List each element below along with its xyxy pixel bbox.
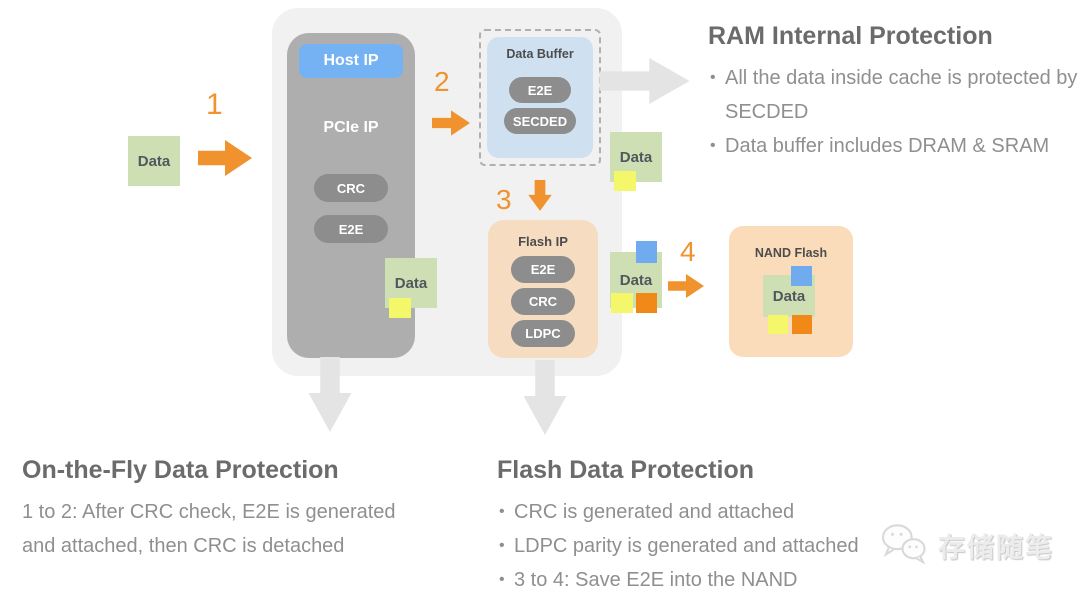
flash-bullet-2: LDPC parity is generated and attached bbox=[497, 529, 927, 563]
nand-flash-box: NAND Flash Data bbox=[729, 226, 853, 357]
data-box-pcie-out: Data bbox=[385, 258, 437, 318]
data-box-in-nand: Data bbox=[763, 266, 815, 334]
data-label: Data bbox=[619, 271, 653, 289]
step-2-arrow-icon bbox=[432, 110, 470, 136]
ram-bullet-2: Data buffer includes DRAM & SRAM bbox=[708, 129, 1080, 163]
step-4-arrow-icon bbox=[668, 274, 704, 298]
data-label: Data bbox=[619, 148, 653, 166]
e2e-tag-yellow bbox=[611, 293, 633, 313]
data-box-source: Data bbox=[128, 136, 180, 186]
ldpc-tag-orange bbox=[636, 293, 657, 313]
onfly-protection-section: On-the-Fly Data Protection 1 to 2: After… bbox=[22, 456, 434, 563]
step-1-number: 1 bbox=[206, 88, 223, 121]
buffer-secded-label: SECDED bbox=[512, 113, 568, 129]
step-4-number: 4 bbox=[680, 236, 696, 267]
crc-tag-blue bbox=[791, 266, 812, 286]
buffer-e2e-pill: E2E bbox=[509, 77, 571, 103]
e2e-tag-yellow bbox=[614, 171, 636, 191]
flow-arrow-down-right-icon bbox=[523, 360, 567, 436]
pcie-crc-pill: CRC bbox=[314, 174, 388, 202]
flash-protection-title: Flash Data Protection bbox=[497, 456, 754, 484]
ram-protection-title: RAM Internal Protection bbox=[708, 22, 993, 50]
flash-e2e-pill: E2E bbox=[511, 256, 575, 283]
flow-arrow-down-left-icon bbox=[308, 357, 352, 433]
flash-ip-box: Flash IP E2E CRC LDPC bbox=[488, 220, 598, 358]
flash-bullet-1: CRC is generated and attached bbox=[497, 495, 927, 529]
data-label: Data bbox=[137, 152, 171, 170]
watermark-text: 存储随笔 bbox=[938, 533, 1054, 563]
pcie-e2e-pill: E2E bbox=[314, 215, 388, 243]
data-box-after-flash: Data bbox=[610, 241, 662, 313]
data-buffer-dashed-border bbox=[479, 29, 601, 166]
ram-protection-section: RAM Internal Protection All the data ins… bbox=[708, 22, 1080, 163]
flow-arrow-to-ram-icon bbox=[597, 58, 692, 104]
e2e-tag-yellow bbox=[389, 298, 411, 318]
flash-crc-pill: CRC bbox=[511, 288, 575, 315]
ram-bullet-1: All the data inside cache is protected b… bbox=[708, 61, 1080, 129]
step-2-number: 2 bbox=[434, 66, 450, 97]
host-ip-box: Host IP bbox=[299, 44, 403, 78]
buffer-secded-pill: SECDED bbox=[504, 108, 576, 134]
ldpc-tag-orange bbox=[792, 315, 812, 334]
e2e-tag-yellow bbox=[768, 315, 788, 334]
pcie-e2e-label: E2E bbox=[338, 221, 364, 237]
data-label: Data bbox=[772, 287, 806, 305]
pcie-ip-box: Host IP PCIe IP CRC E2E bbox=[287, 33, 415, 358]
data-buffer-title: Data Buffer bbox=[506, 47, 574, 61]
host-ip-label: Host IP bbox=[323, 52, 379, 69]
flash-bullet-3: 3 to 4: Save E2E into the NAND bbox=[497, 563, 927, 594]
data-buffer-box: Data Buffer E2E SECDED bbox=[487, 37, 593, 158]
buffer-e2e-label: E2E bbox=[527, 82, 553, 98]
pcie-crc-label: CRC bbox=[336, 180, 366, 196]
onfly-body-text: 1 to 2: After CRC check, E2E is generate… bbox=[22, 501, 396, 557]
flash-ip-title: Flash IP bbox=[518, 234, 568, 249]
nand-flash-title: NAND Flash bbox=[754, 246, 828, 260]
pcie-ip-label: PCIe IP bbox=[323, 119, 379, 136]
flash-e2e-label: E2E bbox=[530, 262, 556, 277]
crc-tag-blue bbox=[636, 241, 657, 263]
data-label: Data bbox=[394, 274, 428, 292]
step-1-arrow-icon bbox=[198, 140, 252, 176]
step-3-arrow-icon bbox=[528, 180, 552, 212]
watermark: 存储随笔 bbox=[878, 522, 1054, 569]
flash-ldpc-label: LDPC bbox=[525, 326, 561, 341]
flash-protection-section: Flash Data Protection CRC is generated a… bbox=[497, 456, 927, 594]
flash-crc-label: CRC bbox=[528, 294, 558, 309]
data-box-after-buffer: Data bbox=[610, 132, 662, 191]
wechat-icon bbox=[878, 522, 930, 569]
onfly-protection-title: On-the-Fly Data Protection bbox=[22, 456, 339, 484]
flash-ldpc-pill: LDPC bbox=[511, 320, 575, 347]
step-3-number: 3 bbox=[496, 184, 512, 215]
